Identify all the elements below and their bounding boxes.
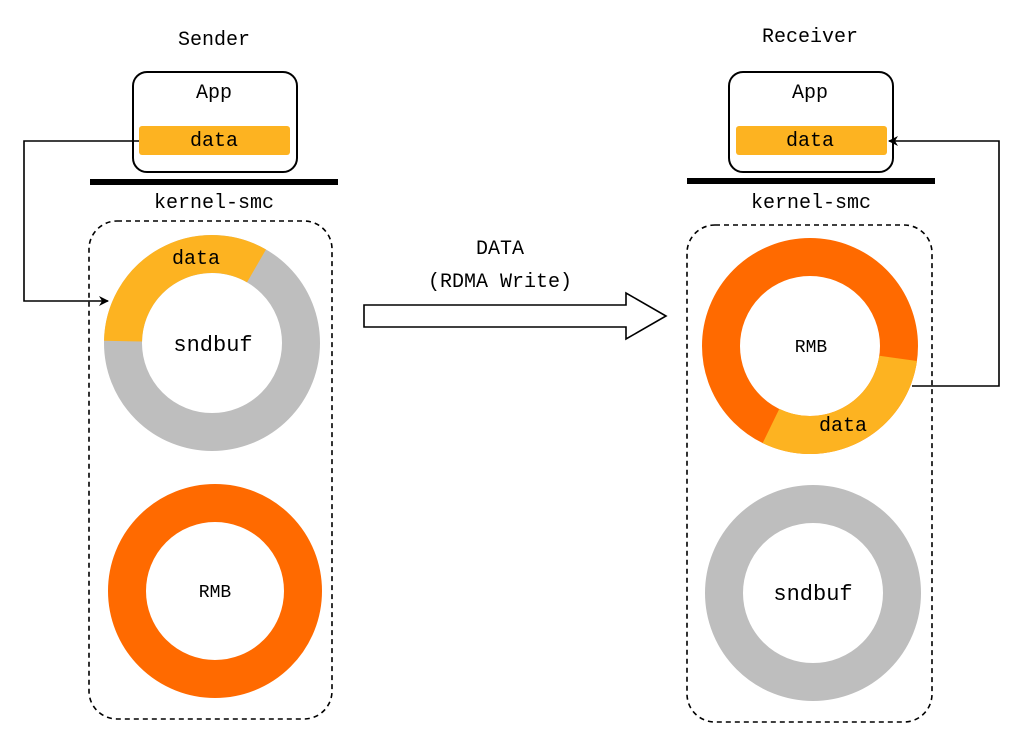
sender-kernel-container (88, 220, 333, 720)
receiver-title: Receiver (762, 26, 858, 49)
receiver-rmb-to-app-arrow (888, 136, 1000, 387)
transfer-label-line1: DATA (476, 238, 524, 261)
sender-title: Sender (178, 29, 250, 52)
sender-app-to-sndbuf-arrow (23, 140, 139, 306)
receiver-kernel-container (686, 224, 933, 723)
sender-side: Sender App data kernel-smc data sndbuf R… (23, 29, 338, 720)
sender-kernel-label: kernel-smc (154, 192, 274, 215)
sender-sndbuf-data-label: data (172, 248, 220, 271)
rdma-transfer: DATA (RDMA Write) (363, 238, 668, 341)
receiver-app-data-block (736, 126, 887, 155)
sender-rmb-ring (108, 484, 322, 698)
sender-app-data-block (139, 126, 290, 155)
sender-app-data-label: data (190, 130, 238, 153)
receiver-rmb-data-segment (762, 355, 917, 454)
receiver-sndbuf-ring (705, 485, 921, 701)
sender-app-label: App (196, 82, 232, 105)
transfer-label-line2: (RDMA Write) (428, 271, 572, 294)
sender-rmb-label: RMB (199, 583, 232, 603)
receiver-side: Receiver App data kernel-smc RMB data sn… (686, 26, 1000, 723)
receiver-sndbuf-label: sndbuf (773, 582, 852, 607)
receiver-app-data-label: data (786, 130, 834, 153)
receiver-app-label: App (792, 82, 828, 105)
receiver-rmb-data-label: data (819, 415, 867, 438)
receiver-kernel-label: kernel-smc (751, 192, 871, 215)
receiver-rmb-label: RMB (795, 338, 828, 358)
sender-sndbuf-ring (104, 235, 320, 451)
sender-sndbuf-label: sndbuf (173, 333, 252, 358)
sender-sndbuf-data-segment (104, 235, 266, 343)
rdma-write-arrow (363, 291, 668, 341)
receiver-rmb-ring (702, 238, 918, 454)
